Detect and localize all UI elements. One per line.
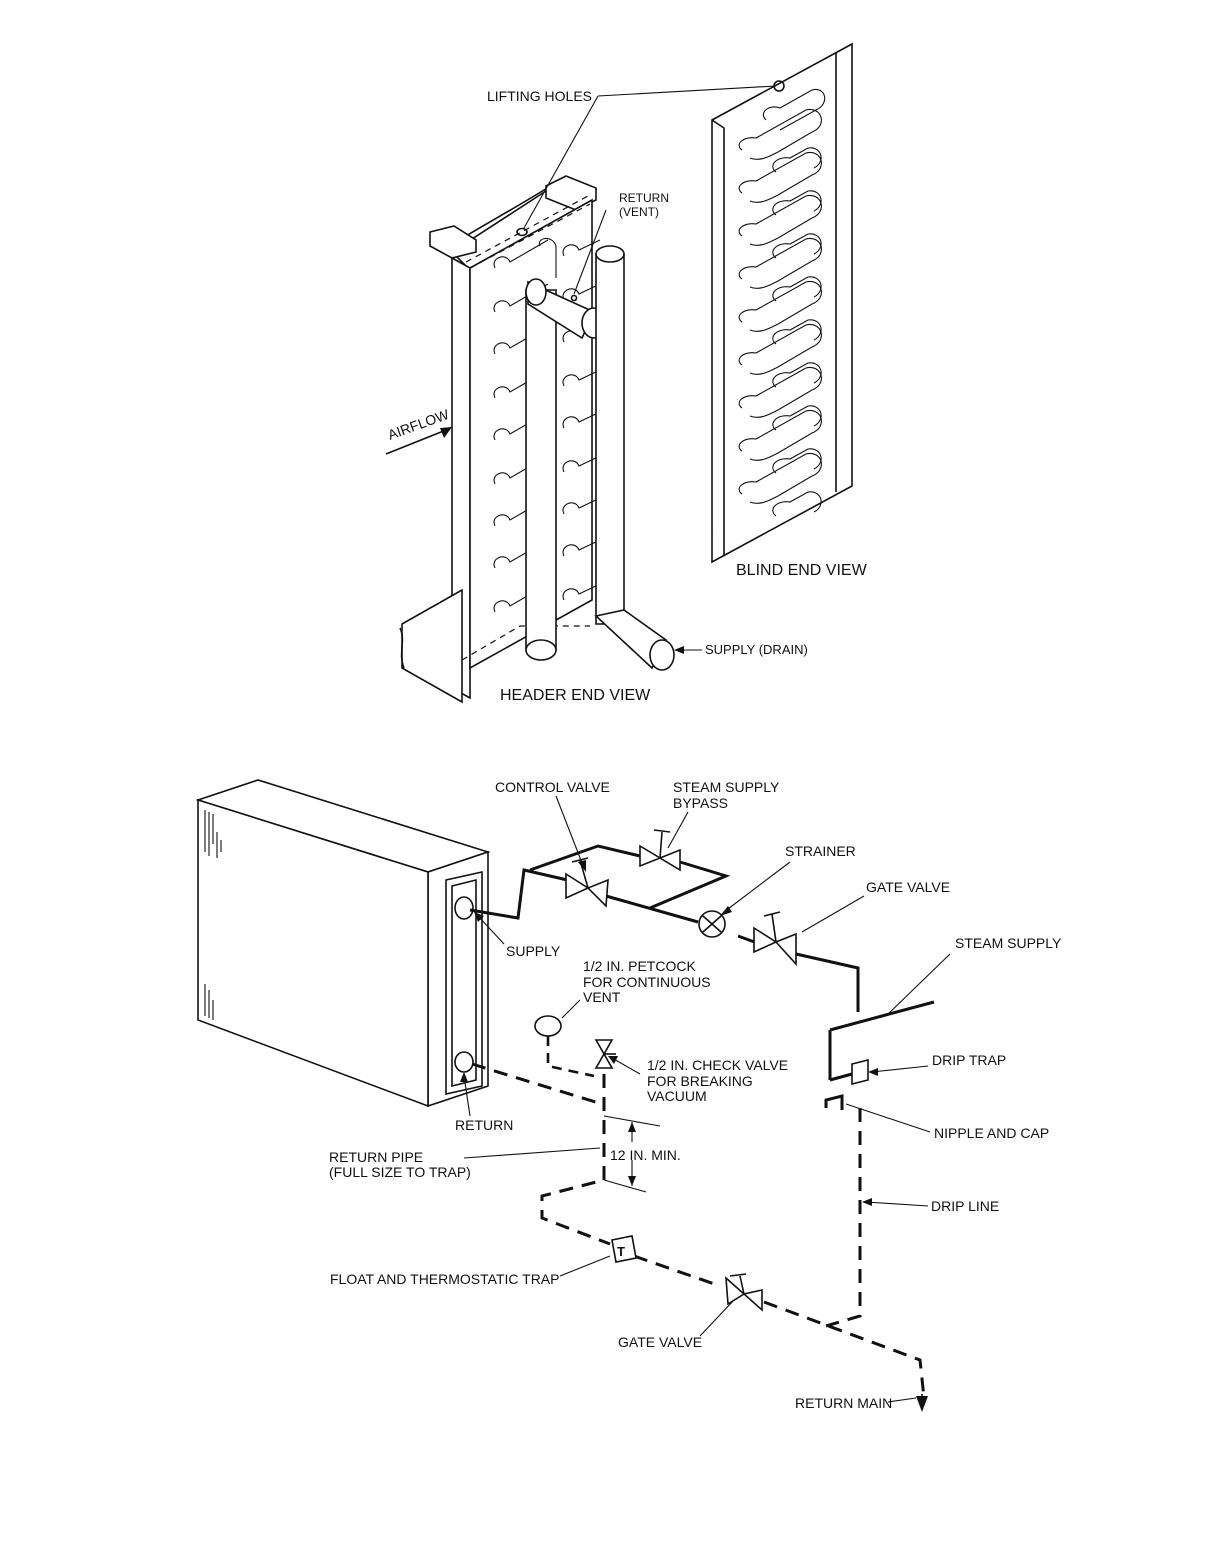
label-return-pipe-2: (FULL SIZE TO TRAP) (329, 1164, 471, 1180)
label-strainer: STRAINER (785, 843, 856, 859)
label-steam-supply-bypass-1: STEAM SUPPLY (673, 779, 780, 795)
label-petcock-2: FOR CONTINUOUS (583, 974, 711, 990)
vent-piping (534, 1015, 616, 1078)
leader-gate-valve-bottom (699, 1299, 735, 1337)
leader-return-main (887, 1397, 917, 1403)
u-bend (738, 152, 822, 203)
u-bend (738, 410, 822, 461)
blind-end-view (711, 42, 853, 564)
dimension-12-in (603, 1115, 661, 1193)
coil-figure: LIFTING HOLES RETURN (VENT) AIRFLOW SUPP… (385, 42, 868, 704)
drip-trap (851, 1058, 869, 1086)
label-supply: SUPPLY (506, 943, 561, 959)
label-steam-supply-bypass-2: BYPASS (673, 795, 728, 811)
leader-nipple-cap (845, 1103, 931, 1133)
label-blind-end-view: BLIND END VIEW (736, 562, 868, 579)
tube-rows-right (538, 237, 601, 601)
airflow-arrow (385, 427, 452, 455)
tube-rows-left (493, 239, 549, 613)
leader-lifting-holes-header (523, 95, 599, 229)
bypass-valve (639, 829, 681, 872)
leader-float-trap (559, 1255, 611, 1277)
gate-valve-bottom (725, 1273, 763, 1312)
leader-return-vent (573, 209, 607, 295)
label-return: RETURN (455, 1117, 513, 1133)
strainer (698, 910, 726, 938)
leader-drip-trap (871, 1065, 929, 1073)
leader-supply (477, 915, 505, 945)
leader-gate-valve-top (801, 895, 865, 933)
label-steam-supply: STEAM SUPPLY (955, 935, 1062, 951)
u-bend (738, 238, 822, 289)
label-airflow: AIRFLOW (386, 406, 452, 443)
gate-valve-top (753, 911, 797, 967)
steam-supply-piping (469, 844, 935, 1110)
vent-hole (570, 294, 578, 302)
return-connection (454, 1051, 474, 1073)
u-bend (738, 324, 822, 375)
label-gate-valve-bottom: GATE VALVE (618, 1334, 702, 1350)
leader-return (463, 1075, 471, 1117)
leader-steam-supply (885, 953, 951, 1017)
header-end-frame (399, 175, 597, 704)
label-control-valve: CONTROL VALVE (495, 779, 610, 795)
leader-bypass (667, 811, 689, 849)
leader-drip-line (865, 1201, 929, 1207)
supply-header-pipe (594, 245, 675, 671)
label-lifting-holes: LIFTING HOLES (487, 88, 592, 104)
u-bend (738, 281, 822, 332)
piping-figure: T (195, 779, 1062, 1412)
supply-connection (454, 896, 474, 920)
label-nipple-cap: NIPPLE AND CAP (934, 1125, 1049, 1141)
label-return-vent-2: (VENT) (619, 205, 659, 219)
label-gate-valve-top: GATE VALVE (866, 879, 950, 895)
coil-unit-box (195, 779, 491, 1108)
leader-control-valve (555, 795, 585, 869)
label-12-in-min: 12 IN. MIN. (610, 1147, 681, 1163)
label-check-valve-2: FOR BREAKING (647, 1073, 753, 1089)
u-bend (762, 88, 826, 131)
label-drip-trap: DRIP TRAP (932, 1052, 1006, 1068)
return-piping (471, 1062, 928, 1412)
control-valve (565, 857, 609, 908)
leader-strainer (723, 861, 791, 913)
leader-petcock (561, 999, 581, 1019)
label-return-pipe-1: RETURN PIPE (329, 1149, 423, 1165)
label-supply-drain: SUPPLY (DRAIN) (705, 642, 808, 657)
leader-return-pipe (463, 1147, 601, 1159)
petcock (534, 1015, 562, 1037)
leader-check-valve (611, 1057, 641, 1075)
u-bend (738, 195, 822, 246)
label-petcock-3: VENT (583, 989, 621, 1005)
u-bend (738, 367, 822, 418)
label-header-end-view: HEADER END VIEW (500, 687, 651, 704)
label-float-trap: FLOAT AND THERMOSTATIC TRAP (330, 1271, 559, 1287)
label-petcock-1: 1/2 IN. PETCOCK (583, 958, 696, 974)
u-bend (772, 491, 822, 517)
leader-lifting-holes-blind (597, 85, 777, 97)
label-return-main: RETURN MAIN (795, 1395, 892, 1411)
label-drip-line: DRIP LINE (931, 1198, 999, 1214)
u-bend (738, 109, 822, 160)
label-return-vent-1: RETURN (619, 191, 669, 205)
label-check-valve-1: 1/2 IN. CHECK VALVE (647, 1057, 788, 1073)
u-bend (738, 453, 822, 504)
label-check-valve-3: VACUUM (647, 1088, 707, 1104)
float-thermostatic-trap: T (611, 1235, 637, 1263)
trap-letter: T (617, 1244, 625, 1259)
lifting-hole (516, 227, 528, 237)
